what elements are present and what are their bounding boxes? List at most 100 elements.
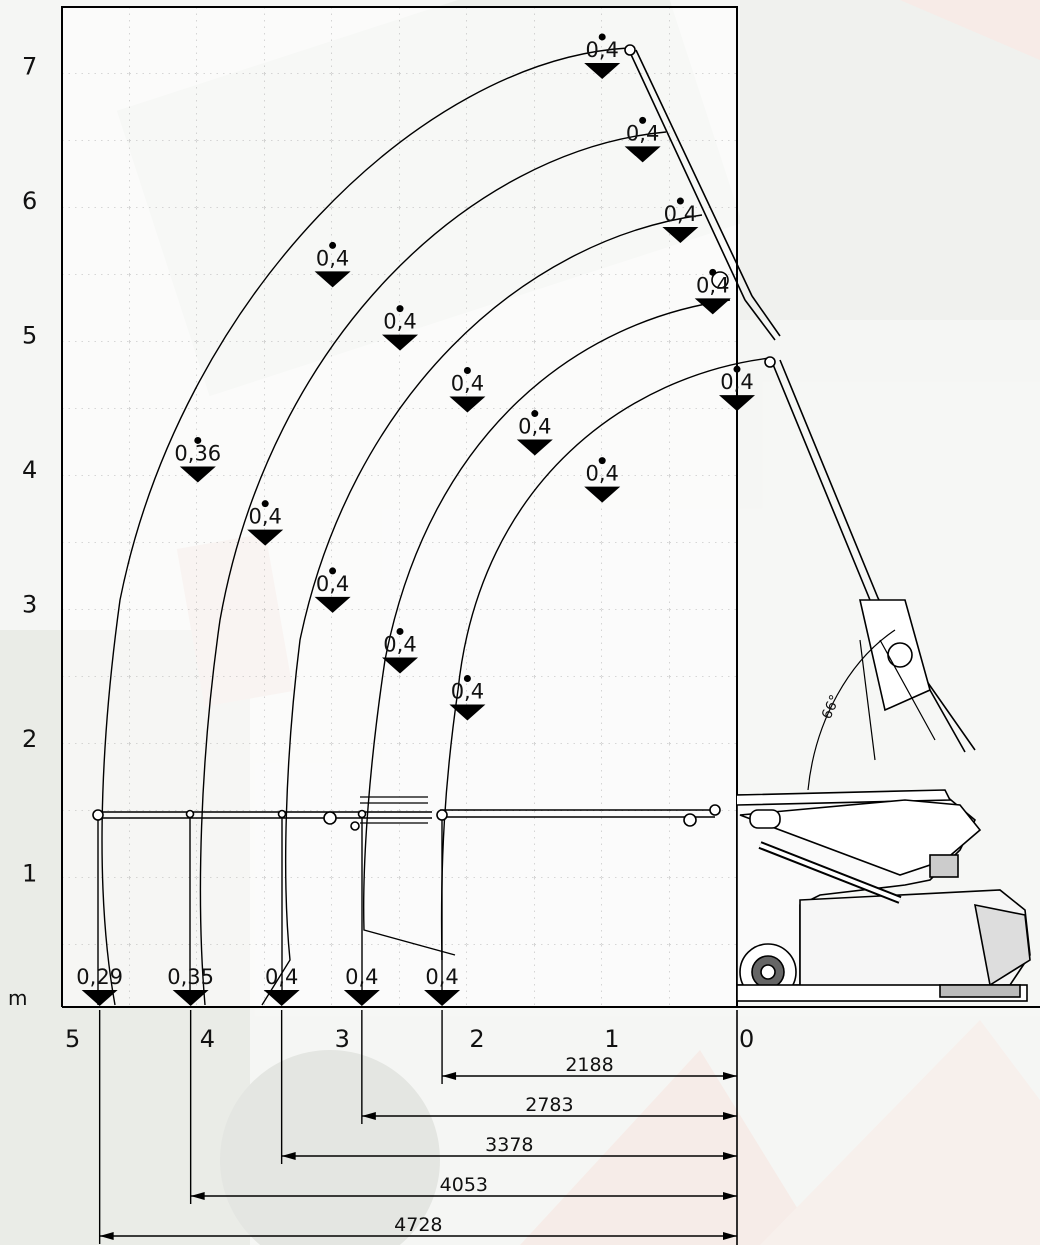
- y-tick-7: 7: [22, 53, 37, 81]
- arc-load-label-5: 0,4: [248, 505, 281, 529]
- arc-point-0: [598, 33, 606, 41]
- arc-point-4: [396, 305, 404, 313]
- arc-load-label-7: 0,4: [451, 372, 484, 396]
- arc-load-label-6: 0,4: [664, 202, 697, 226]
- dim-arrow-left-3: [190, 1192, 205, 1200]
- y-tick-5: 5: [22, 322, 37, 350]
- crane-body: [736, 789, 1031, 1002]
- arc-point-10: [531, 410, 539, 418]
- dim-arrow-right-4: [723, 1232, 737, 1240]
- ground-load-marker-2: [263, 990, 300, 1006]
- arc-point-6: [676, 197, 684, 205]
- arc-point-8: [329, 567, 337, 575]
- ground-load-label-4: 0,4: [425, 965, 458, 989]
- x-tick-4: 4: [200, 1025, 215, 1053]
- arc-load-label-3: 0,4: [626, 121, 659, 145]
- y-tick-3: 3: [22, 591, 37, 619]
- arc-3: [261, 214, 703, 1006]
- dim-arrow-right-3: [723, 1192, 737, 1200]
- arc-4: [363, 299, 731, 956]
- arc-load-label-11: 0,4: [383, 632, 416, 656]
- arc-load-marker-3: [624, 146, 661, 163]
- ground-load-marker-1: [172, 990, 209, 1006]
- ground-load-marker-0: [81, 990, 118, 1006]
- boom-drop-lines: [97, 815, 443, 1005]
- ground-load-marker-4: [424, 990, 461, 1006]
- raised-boom: [624, 44, 976, 791]
- ground-loads: 0,29 0,35 0,4 0,4 0,4: [76, 965, 461, 1006]
- arc-load-label-8: 0,4: [316, 572, 349, 596]
- y-unit-label: m: [8, 986, 27, 1010]
- arc-load-marker-8: [314, 596, 351, 613]
- x-tick-2: 2: [469, 1025, 484, 1053]
- arc-load-marker-1: [314, 271, 351, 288]
- y-tick-4: 4: [22, 456, 37, 484]
- x-tick-1: 1: [604, 1025, 619, 1053]
- arc-point-5: [261, 500, 269, 508]
- arc-load-marker-4: [382, 334, 418, 351]
- reach-arcs: [97, 47, 771, 1006]
- dim-arrow-right-0: [723, 1072, 737, 1080]
- arc-point-11: [396, 627, 404, 635]
- arc-point-1: [329, 241, 337, 249]
- arc-load-marker-0: [584, 62, 621, 79]
- dim-arrow-left-2: [281, 1152, 296, 1160]
- arc-load-marker-11: [382, 657, 418, 674]
- arc-point-2: [194, 436, 202, 444]
- dim-arrow-left-1: [361, 1112, 376, 1120]
- arc-point-3: [639, 116, 647, 124]
- arc-load-marker-14: [449, 704, 486, 721]
- arc-load-label-12: 0,4: [720, 370, 753, 394]
- dim-arrow-left-4: [99, 1232, 114, 1240]
- reach-dimensions: 2188 2783 3378 4053 4728: [98, 1010, 738, 1245]
- y-tick-6: 6: [22, 187, 37, 215]
- dim-value-1: 2783: [525, 1094, 573, 1116]
- x-tick-0: 0: [739, 1025, 754, 1053]
- arc-point-14: [463, 675, 471, 683]
- ground-load-label-2: 0,4: [265, 965, 298, 989]
- arc-load-marker-2: [179, 466, 216, 483]
- angle-arc: [807, 629, 896, 791]
- arc-point-12: [733, 365, 741, 373]
- arc-load-label-10: 0,4: [518, 415, 551, 439]
- arc-load-marker-9: [694, 298, 731, 315]
- horizontal-boom: [92, 796, 721, 831]
- arc-load-marker-6: [662, 227, 699, 244]
- arc-load-label-13: 0,4: [585, 462, 618, 486]
- dim-arrow-right-1: [723, 1112, 737, 1120]
- arc-load-marker-10: [516, 439, 553, 456]
- arc-2: [199, 131, 667, 1006]
- dim-value-3: 4053: [440, 1174, 488, 1196]
- arc-point-9: [709, 268, 717, 276]
- dim-arrow-right-2: [723, 1152, 737, 1160]
- arc-load-label-2: 0,36: [174, 441, 221, 465]
- grid: [62, 7, 737, 1007]
- ground-load-label-3: 0,4: [345, 965, 378, 989]
- arc-5: [440, 357, 771, 961]
- dim-value-4: 4728: [394, 1214, 442, 1236]
- arc-loads: 0,4 0,4 0,36 0,4 0,4 0,4 0,4 0,4 0,4 0,4 0,4 0,4 0,4…: [174, 33, 755, 721]
- x-tick-3: 3: [335, 1025, 350, 1053]
- arc-load-marker-13: [584, 486, 621, 503]
- plot-frame: [61, 6, 738, 1007]
- dim-value-0: 2188: [565, 1054, 613, 1076]
- ground-load-label-1: 0,35: [167, 965, 214, 989]
- arc-point-13: [598, 457, 606, 465]
- arc-1: [101, 47, 629, 1006]
- arc-load-label-4: 0,4: [383, 310, 416, 334]
- ground-load-label-0: 0,29: [76, 965, 123, 989]
- y-tick-2: 2: [22, 725, 37, 753]
- dim-arrow-left-0: [442, 1072, 457, 1080]
- arc-load-label-1: 0,4: [316, 246, 349, 270]
- arc-load-marker-5: [247, 529, 284, 546]
- x-tick-5: 5: [65, 1025, 80, 1053]
- arc-load-label-9: 0,4: [696, 273, 729, 297]
- ground-load-marker-3: [343, 990, 380, 1006]
- dim-value-2: 3378: [485, 1134, 533, 1156]
- arc-load-marker-12: [719, 395, 755, 412]
- arc-point-7: [463, 367, 471, 375]
- arc-load-label-14: 0,4: [451, 680, 484, 704]
